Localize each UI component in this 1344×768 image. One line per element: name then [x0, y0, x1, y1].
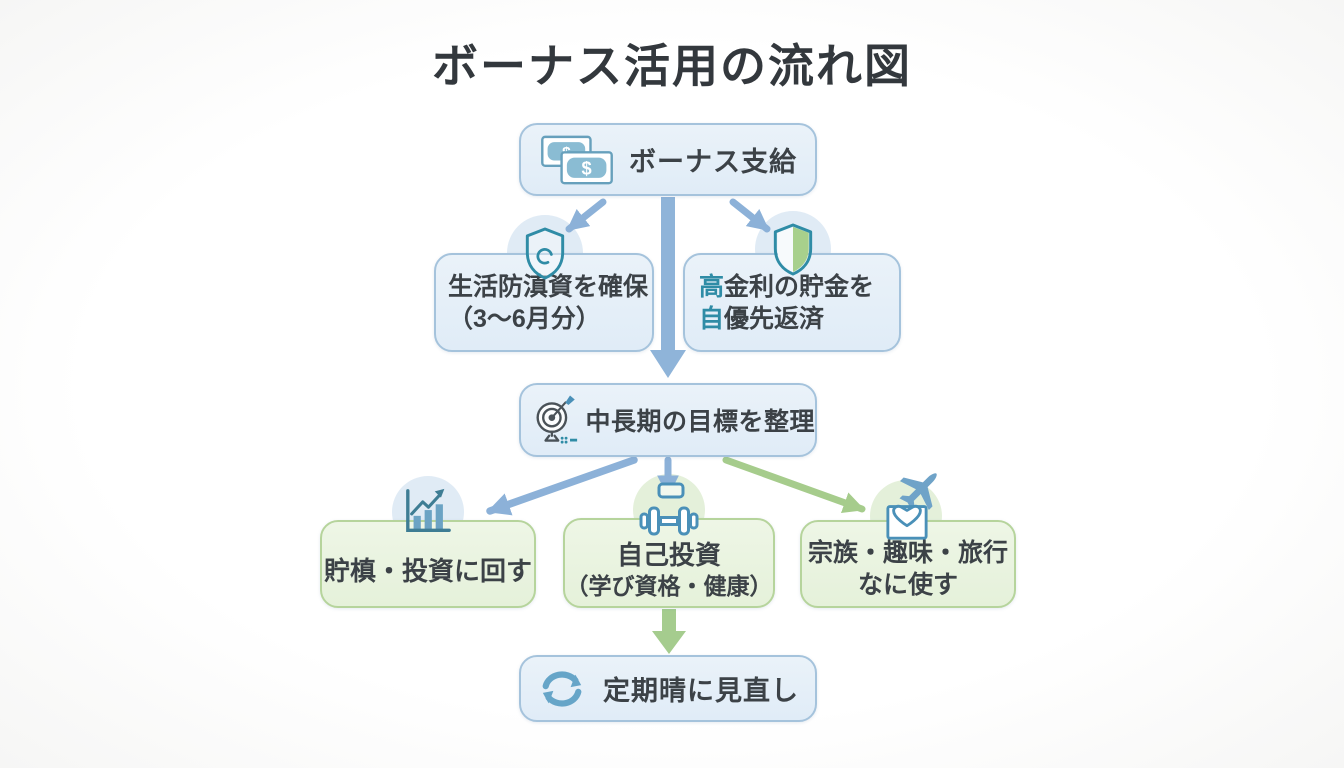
arrow-bonus-to-emergency — [565, 198, 607, 233]
node-debt-line1-accent: 高 — [699, 272, 725, 301]
airplane-icon — [899, 473, 937, 511]
envelope-heart-icon — [886, 504, 928, 540]
node-bonus: $ $ ボーナス支給 — [519, 123, 817, 196]
node-family-line1: 宗族・趣味・旅行 — [807, 539, 1008, 567]
page-title: ボーナス活用の流れ図 — [432, 40, 912, 92]
arrow-goals-to-invest — [486, 456, 638, 516]
node-savings-label: 貯槙・投資に回す — [323, 555, 532, 586]
node-review-label: 定期晴に見直し — [603, 676, 799, 706]
node-savings-invest: 貯槙・投資に回す — [320, 520, 536, 608]
arrow-goals-to-family — [722, 456, 866, 513]
node-debt-line1-text: 金利の貯金を — [724, 272, 875, 301]
node-debt-line2-accent: 自 — [699, 304, 725, 333]
node-review: 定期晴に見直し — [519, 655, 817, 722]
node-bonus-label: ボーナス支給 — [629, 147, 797, 177]
node-self-investment: 自己投資 （学び資格・健康） — [563, 518, 775, 608]
refresh-cycle-icon — [542, 670, 582, 707]
dumbbell-icon — [639, 482, 699, 536]
node-debt-line2-text: 優先返済 — [724, 304, 825, 333]
target-dart-icon — [536, 395, 578, 444]
node-emergency-line2: （3〜6月分） — [448, 304, 601, 333]
node-family-line2: なに使す — [857, 571, 958, 599]
arrow-bonus-to-goals — [650, 197, 686, 378]
node-self-line1: 自己投資 — [616, 539, 721, 570]
shield-half-green-icon — [773, 223, 813, 276]
arrow-self-to-review — [652, 609, 686, 654]
banknotes-icon: $ $ — [541, 135, 613, 184]
node-emergency-fund: 生活防滇資を確保 （3〜6月分） — [434, 253, 654, 352]
node-debt-line1: 高金利の貯金を — [699, 271, 874, 303]
node-self-line2: （学び資格・健康） — [565, 572, 773, 599]
node-debt-line2: 自優先返済 — [699, 303, 874, 335]
svg-text:$: $ — [582, 157, 592, 178]
shield-icon — [525, 227, 565, 280]
node-goals: 中長期の目標を整理 — [519, 383, 817, 457]
node-goals-label: 中長期の目標を整理 — [585, 408, 815, 436]
bar-chart-growth-icon — [406, 488, 451, 532]
